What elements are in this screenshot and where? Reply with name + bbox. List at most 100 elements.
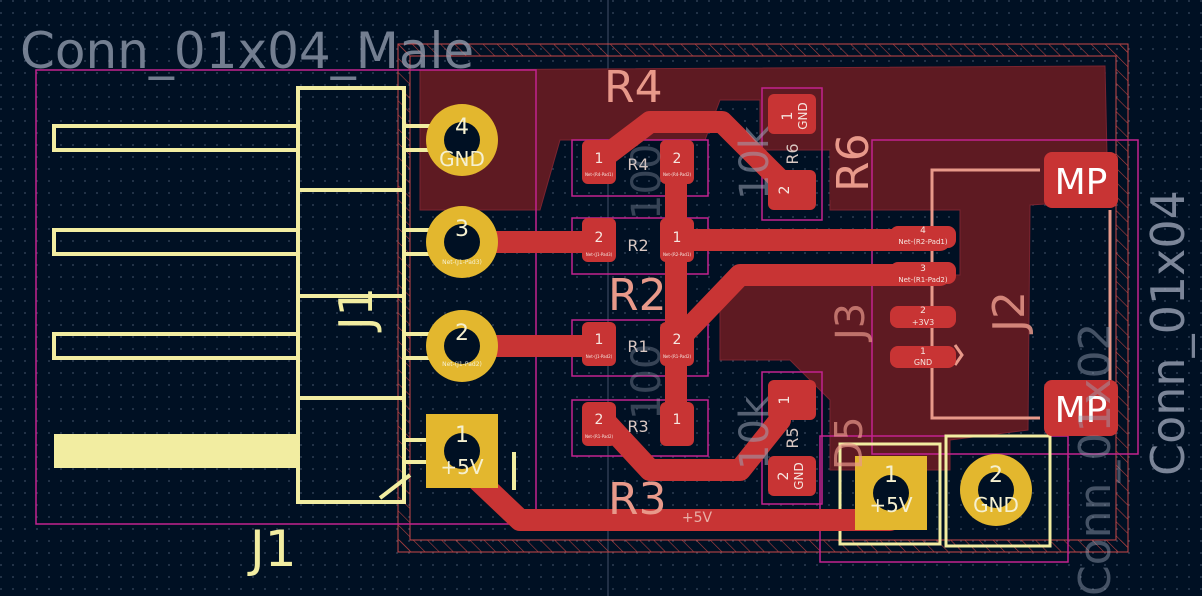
j2-mp-top[interactable] — [1044, 152, 1118, 208]
j2-pad-1[interactable] — [890, 346, 956, 368]
r1-pad2-net: Net-(R1-Pad2) — [663, 354, 692, 359]
copper-zone-patch — [830, 150, 960, 200]
r5-pad-1[interactable] — [768, 380, 816, 420]
j1-pad-2-num: 2 — [455, 321, 469, 346]
j1-pads[interactable]: 4 GND 3 Net-(J1-Pad3) 2 Net-(J1-Pad2) 1 … — [426, 104, 498, 488]
j2-pad-3[interactable] — [890, 262, 956, 284]
j2-pad2-net: +3V3 — [912, 318, 934, 327]
j2-pad-2[interactable] — [890, 306, 956, 328]
r3-pad-2[interactable] — [582, 402, 616, 446]
r2-ref: R2 — [608, 270, 667, 321]
r2-pad2-net: Net-(J1-Pad3) — [586, 252, 613, 257]
j3-pads[interactable]: 1 +5V 2 GND — [855, 454, 1032, 530]
j2-pad-4[interactable] — [890, 226, 956, 248]
j1-pad-1[interactable]: 1 +5V — [426, 414, 498, 488]
j3-pad-2[interactable]: 2 GND — [960, 454, 1032, 526]
j2-mp-bottom[interactable] — [1044, 380, 1118, 436]
smd-pads[interactable] — [582, 94, 1118, 496]
r5-pad2-num: 2 — [776, 472, 792, 481]
r4-value: 10k — [732, 125, 778, 200]
r6-pad-1[interactable] — [768, 94, 816, 134]
j2-silkscreen — [930, 168, 1112, 420]
j3-pad-1-num: 1 — [884, 463, 898, 488]
r6-pad-2[interactable] — [768, 170, 816, 210]
j2-pad3-net: Net-(R1-Pad2) — [898, 276, 947, 284]
r3-pad1-num: 1 — [673, 412, 682, 428]
j2-pad1-net: GND — [914, 358, 932, 367]
r1-pad1-net: Net-(J1-Pad2) — [586, 354, 613, 359]
r6-fab-ref: R6 — [783, 143, 802, 164]
board-outline — [397, 43, 1129, 553]
r5-fab-ref: R5 — [783, 427, 802, 448]
j1-pad-4-net: GND — [439, 147, 485, 171]
j2-pad1-num: 1 — [920, 347, 926, 357]
r3-pad2-num: 2 — [595, 412, 604, 428]
fab-refs: R4 R2 R1 R3 R6 R5 — [627, 143, 802, 448]
j3-silkscreen — [838, 434, 1052, 548]
r5-pad1-num: 1 — [777, 396, 793, 405]
j1-pad-3[interactable]: 3 Net-(J1-Pad3) — [426, 206, 498, 278]
courtyard-j1 — [35, 69, 537, 525]
j2-pad4-num: 4 — [920, 226, 926, 236]
track-r1-j2p3 — [661, 264, 951, 357]
r5-pad-2[interactable] — [768, 456, 816, 496]
r2-pad-1[interactable] — [660, 218, 694, 262]
r2-fab-ref: R2 — [627, 236, 648, 255]
r6-pad1-net: GND — [796, 102, 810, 130]
j1-pad-4-num: 4 — [455, 115, 469, 140]
j3-pad-1[interactable]: 1 +5V — [855, 456, 927, 530]
r2-pad1-num: 1 — [673, 230, 682, 246]
j3-ref: J3 — [828, 303, 874, 343]
j2-pad2-num: 2 — [920, 306, 926, 316]
r6-pad2-num: 2 — [777, 186, 793, 195]
j1-pad-2-net: Net-(J1-Pad2) — [442, 361, 482, 368]
r4-pad-2[interactable] — [660, 140, 694, 184]
j2-mp-top-label: MP — [1055, 162, 1108, 203]
courtyard-j3 — [819, 435, 1069, 563]
j2-value-label: Conn_01x04 — [1141, 190, 1195, 476]
r5-pad2-net: GND — [792, 462, 806, 490]
j3-value-label: Conn_01x02 — [1070, 323, 1121, 596]
j1-bottom-ref: J1 — [247, 520, 297, 578]
r1-pad-1[interactable] — [582, 322, 616, 366]
j1-pad-2[interactable]: 2 Net-(J1-Pad2) — [426, 310, 498, 382]
j1-pad-4[interactable]: 4 GND — [426, 104, 498, 176]
r3-fab-ref: R3 — [627, 417, 648, 436]
r4-pad-1[interactable] — [582, 140, 616, 184]
r2-pad1-net: Net-(R2-Pad1) — [663, 252, 692, 257]
r4-pad1-num: 1 — [595, 151, 604, 167]
pad-labels: 1 2 Net-(R4-Pad1) Net-(R4-Pad2) 2 1 Net-… — [585, 102, 1107, 526]
j3-pad-2-net: GND — [973, 493, 1019, 517]
r1-pad1-num: 1 — [595, 332, 604, 348]
j2-mp-bottom-label: MP — [1055, 390, 1108, 431]
r3-ref: R3 — [608, 474, 667, 525]
j1-pad-3-num: 3 — [455, 217, 469, 242]
track-net-label: +5V — [682, 510, 713, 526]
j1-pad-3-net: Net-(J1-Pad3) — [442, 259, 482, 266]
j1-pad-1-num: 1 — [455, 423, 469, 448]
r2-pad2-num: 2 — [595, 230, 604, 246]
r4-pad2-net: Net-(R4-Pad2) — [663, 172, 692, 177]
j1-pad-1-net: +5V — [440, 455, 483, 479]
r1-fab-ref: R1 — [627, 337, 648, 356]
j3-pad-2-num: 2 — [989, 463, 1003, 488]
r3-pad-1[interactable] — [660, 402, 694, 446]
r6-ref: R6 — [828, 133, 879, 192]
j2-pad3-num: 3 — [920, 264, 926, 274]
j3-pad-1-net: +5V — [869, 493, 912, 517]
courtyard-j2 — [871, 139, 1139, 455]
r5-ref: D5 — [827, 417, 871, 470]
j2-pad4-net: Net-(R2-Pad1) — [898, 238, 947, 246]
r3-pad2-net: Net-(R1-Pad2) — [585, 434, 614, 439]
j1-value-label: Conn_01x04_Male — [20, 22, 474, 80]
r2-pad-2[interactable] — [582, 218, 616, 262]
r4-pad1-net: Net-(R4-Pad1) — [585, 172, 614, 177]
r1-pad-2[interactable] — [660, 322, 694, 366]
silkscreen-text: Conn_01x04_Male J1 J1 R4 R2 R3 R6 J2 J3 … — [20, 22, 1195, 596]
r1-value: 100 — [624, 344, 670, 420]
r4-pad2-num: 2 — [673, 151, 682, 167]
j1-ref: J1 — [329, 287, 383, 333]
r4-fab-ref: R4 — [627, 155, 648, 174]
j2-ref: J2 — [984, 291, 1035, 335]
